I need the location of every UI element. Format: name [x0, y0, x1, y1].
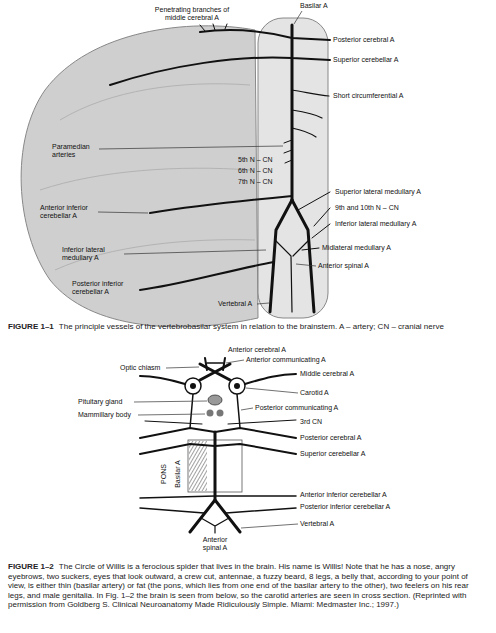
- caption-text: The principle vessels of the vertebrobas…: [59, 322, 444, 331]
- aica-artery: [140, 496, 296, 498]
- vessel-label: Anterior cerebral A: [228, 346, 286, 354]
- vessel-label: 6th N – CN: [238, 167, 273, 175]
- folia-line: [40, 168, 250, 190]
- leader-line: [134, 401, 207, 402]
- posterior-cerebral-artery: [140, 428, 296, 438]
- vessel-label: Posterior cerebral A: [300, 434, 361, 442]
- vessel-label: Posterior inferior cerebellar A: [300, 503, 390, 511]
- figure-caption: FIGURE 1–2The Circle of Willis is a fero…: [8, 562, 486, 610]
- folia-line: [55, 240, 255, 270]
- leader-line: [166, 367, 199, 368]
- vessel-label: Anterior communicating A: [246, 356, 326, 364]
- oculomotor-nerve: [145, 420, 296, 424]
- cerebellum: [21, 26, 258, 327]
- vertebral-artery: [270, 200, 292, 312]
- carotid-section: [229, 378, 245, 394]
- vessel-label: Superior cerebellar A: [333, 56, 398, 64]
- leader-line: [99, 146, 283, 149]
- leader-line: [294, 11, 302, 24]
- vessel-label: Superior cerebellar A: [300, 450, 365, 458]
- figure-caption: FIGURE 1–1 The principle vessels of the v…: [8, 322, 486, 332]
- paramedian-branch: [284, 140, 292, 163]
- carotid-lumen: [234, 383, 240, 389]
- pons-hatching: [189, 441, 207, 491]
- leader-line: [241, 408, 253, 410]
- folia-line: [60, 84, 250, 120]
- leader-line: [138, 414, 205, 415]
- pituitary-gland: [208, 395, 222, 405]
- vessel-label: Vertebral A: [300, 520, 334, 528]
- medullary-branch: [298, 192, 330, 250]
- vessel-label: Carotid A: [300, 389, 329, 397]
- carotid-section: [185, 378, 201, 394]
- leader-line: [257, 303, 269, 304]
- posterior-cerebral-artery: [200, 30, 330, 40]
- vessel-label: Optic chiasm: [120, 364, 160, 372]
- leader-line: [124, 250, 266, 254]
- vertebral-artery: [292, 200, 314, 312]
- vessel-label: Anterior inferior cerebellar A: [40, 204, 96, 220]
- vessel-label: Middle cerebral A: [300, 370, 354, 378]
- vessel-label: Paramedian arteries: [52, 143, 98, 159]
- basilar-artery: [214, 432, 217, 500]
- vessel-label: Vertebral A: [218, 300, 252, 308]
- figure-number: FIGURE 1–2: [8, 562, 54, 571]
- basilar-artery: [291, 25, 294, 200]
- leader-line: [226, 360, 244, 363]
- aica-artery: [150, 196, 292, 213]
- posterior-communicating-artery: [190, 394, 240, 428]
- vessel-label: Short circumferential A: [333, 92, 403, 100]
- leader-line: [246, 388, 298, 393]
- pica-artery: [140, 508, 296, 513]
- vessel-label: Midlateral medullary A: [322, 244, 391, 252]
- vertebral-artery: [190, 500, 240, 532]
- vessel-label: 9th and 10th N – CN: [335, 204, 399, 212]
- pica-artery: [140, 262, 274, 290]
- circumferential-branch: [292, 90, 329, 137]
- caption-text: The Circle of Willis is a ferocious spid…: [8, 562, 469, 609]
- optic-chiasm: [200, 364, 230, 380]
- superior-cerebellar-artery: [110, 57, 330, 85]
- anterior-spinal-artery: [201, 518, 229, 533]
- vessel-label: Anterior inferior cerebellar A: [300, 491, 387, 499]
- figure-number: FIGURE 1–1: [8, 322, 54, 331]
- anterior-spinal-artery: [275, 240, 309, 312]
- leader-line: [296, 264, 316, 266]
- middle-cerebral-artery: [140, 374, 296, 384]
- leader-line: [241, 524, 298, 528]
- vessel-label: Inferior lateral medullary A: [335, 220, 416, 228]
- vessel-label: Mammillary body: [78, 411, 131, 419]
- vessel-label: Superior lateral medullary A: [335, 188, 421, 196]
- vessel-label: 3rd CN: [300, 418, 322, 426]
- vessel-label: Posterior communicating A: [255, 404, 338, 412]
- mammillary-body: [207, 410, 214, 417]
- leader-line: [98, 212, 148, 213]
- vessel-label: Penetrating branches of middle cerebral …: [150, 6, 234, 22]
- penetrating-branch: [200, 24, 227, 31]
- vessel-label: Basilar A: [300, 2, 328, 10]
- vessel-label: Pituitary gland: [78, 398, 122, 406]
- vessel-label: Inferior lateral medullary A: [62, 246, 124, 262]
- superior-cerebellar-artery: [140, 444, 296, 454]
- vertical-label: PONS: [160, 464, 168, 484]
- vessel-label: Anterior spinal A: [194, 536, 236, 552]
- vessel-label: 7th N – CN: [238, 178, 273, 186]
- vessel-label: Posterior cerebral A: [333, 36, 394, 44]
- anterior-communicating-artery: [207, 362, 223, 364]
- mammillary-body: [217, 410, 224, 417]
- vessel-label: Posterior inferior cerebellar A: [72, 280, 134, 296]
- vertical-label: Basilar A: [174, 460, 182, 488]
- vessel-label: Anterior spinal A: [318, 262, 369, 270]
- vessel-label: 5th N – CN: [238, 156, 273, 164]
- carotid-lumen: [190, 383, 196, 389]
